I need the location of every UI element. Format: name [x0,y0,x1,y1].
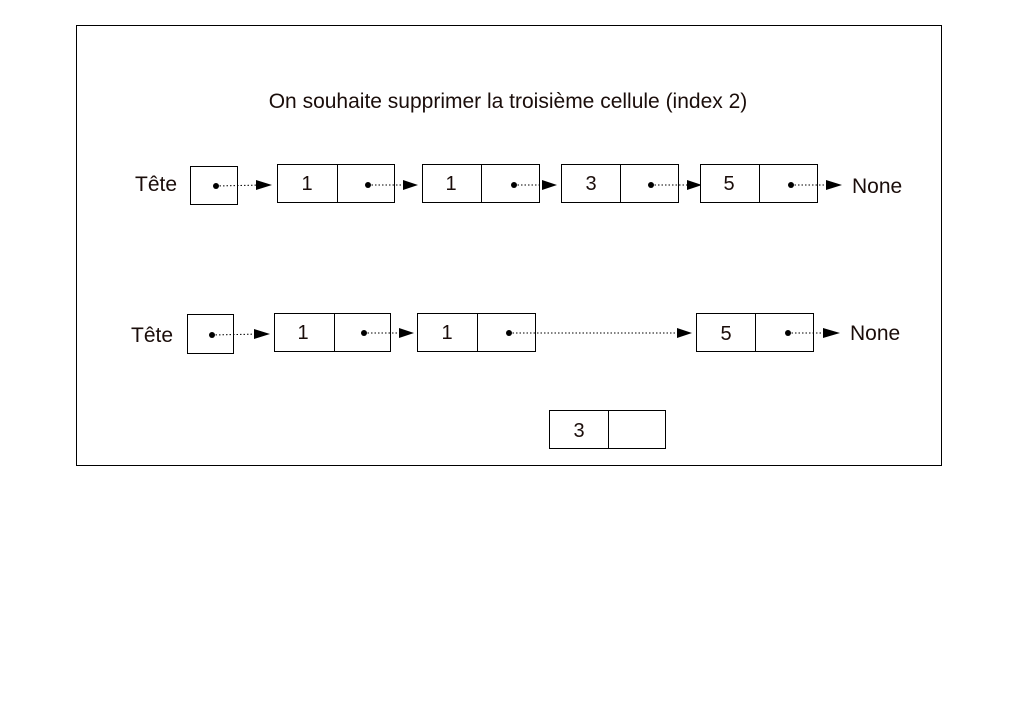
cell-value-box [549,410,609,449]
cell-before-1: 1 [277,164,418,203]
cell-value-box [696,313,756,352]
cell-value: 5 [723,173,734,195]
cell-value: 1 [301,173,312,195]
cell-before-2: 1 [422,164,557,203]
head-label-after: Tête [131,324,173,347]
cell-value: 1 [297,322,308,344]
diagram-title: On souhaite supprimer la troisième cellu… [269,90,748,113]
cell-value: 5 [720,323,731,345]
end-label-before: None [852,175,902,198]
cell-after-1: 1 [274,313,414,352]
cell-next-box [608,410,666,449]
cell-value: 3 [573,420,584,442]
arrow-icon [823,328,840,338]
list-after: Tête 1 1 5 [131,313,900,354]
cell-before-4: 5 [700,164,842,203]
removed-cell: 3 [549,410,666,449]
arrow-icon [826,180,842,190]
cell-next-box [481,164,540,203]
arrow-icon [403,180,418,190]
head-label-before: Tête [135,173,177,196]
cell-value-box [417,313,478,352]
cell-value: 1 [441,322,452,344]
cell-value: 1 [445,173,456,195]
cell-after-2: 1 [417,313,692,352]
cell-value-box [561,164,621,203]
arrow-icon [399,328,414,338]
arrow-icon [677,328,692,338]
cell-after-3: 5 [696,313,840,352]
list-before: Tête 1 1 3 [135,164,902,205]
arrow-icon [687,180,702,190]
cell-value: 3 [585,173,596,195]
head-box-before [190,166,238,205]
cell-before-3: 3 [561,164,702,203]
diagram-frame [76,25,942,466]
cell-next-box [755,313,814,352]
arrow-icon [254,329,270,339]
cell-value-box [700,164,760,203]
arrow-icon [542,180,557,190]
cell-value-box [274,313,335,352]
end-label-after: None [850,322,900,345]
arrow-icon [256,180,272,190]
